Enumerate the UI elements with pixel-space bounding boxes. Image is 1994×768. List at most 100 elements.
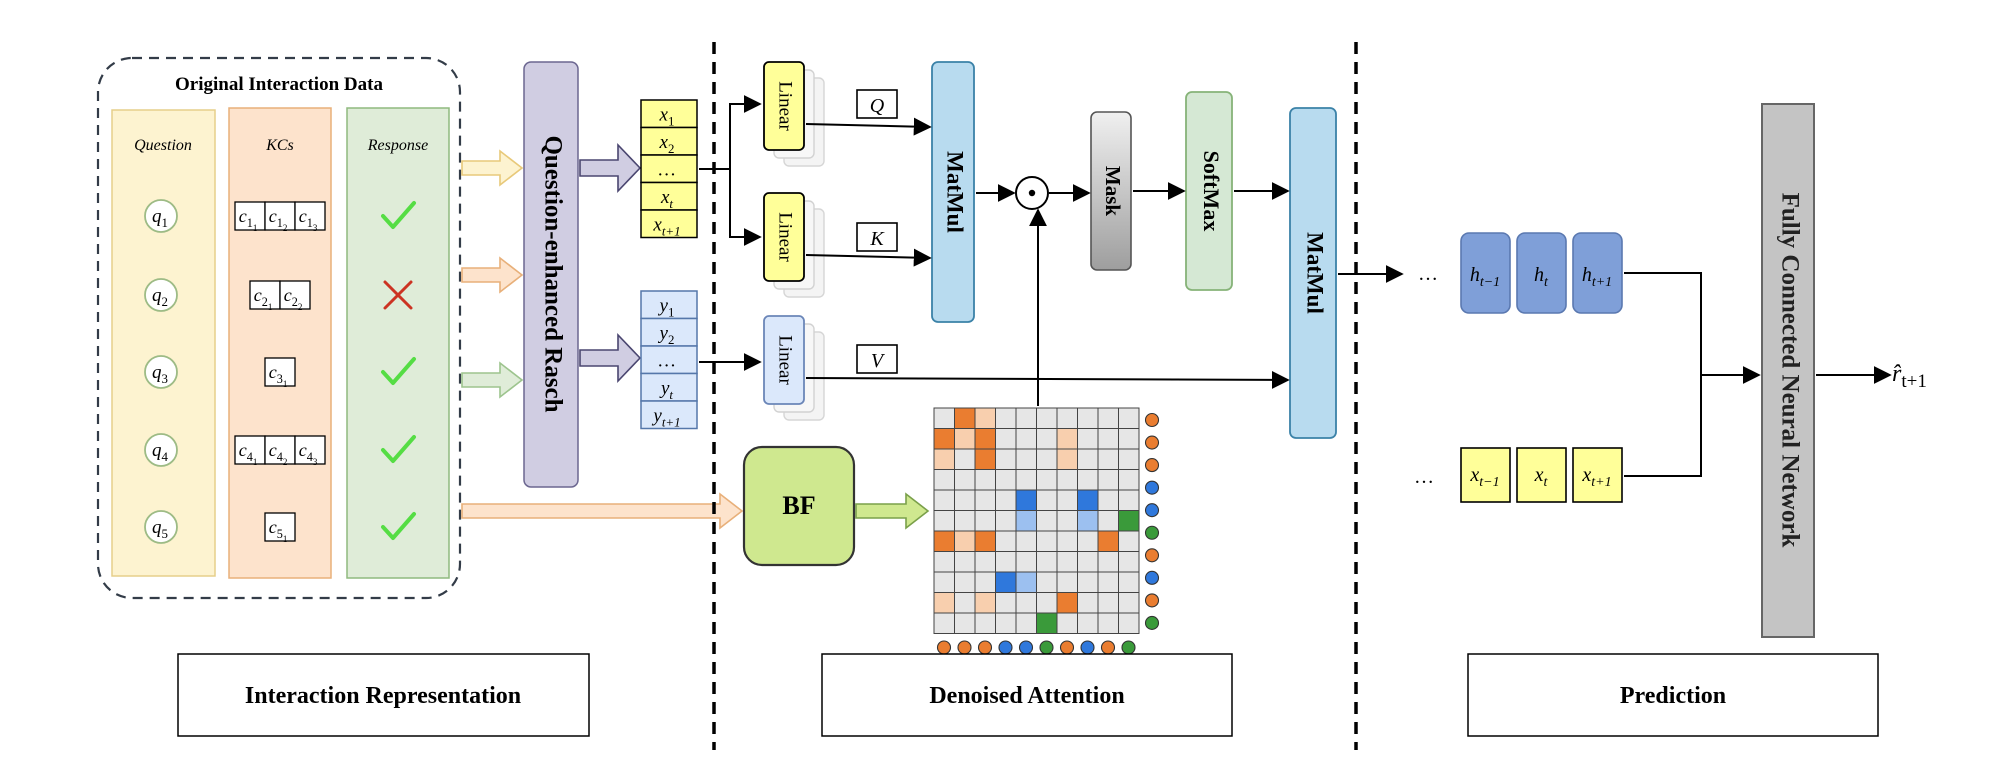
question-label-2-sub: 2 (162, 294, 168, 309)
grid-cell-2-1 (954, 448, 976, 470)
grid-cell-5-7 (1077, 510, 1099, 532)
x-seq-label-2: x2 (659, 132, 675, 156)
matmul-block-1 (931, 61, 975, 323)
arrow-rasch-to-x (579, 143, 642, 193)
x-seq-label-2-sub: 2 (668, 141, 674, 156)
xp-box-3 (1572, 447, 1623, 503)
question-label-3-base: q (152, 362, 162, 383)
grid-cell-6-6 (1056, 530, 1078, 552)
matmul-label-1: MatMul (943, 151, 968, 233)
grid-cell-5-8 (1097, 510, 1119, 532)
check-icon-1 (381, 201, 416, 229)
grid-cell-1-8 (1097, 428, 1119, 450)
grid-cell-8-3 (995, 571, 1017, 593)
kc-label-4-3-sub1: 4 (307, 450, 313, 464)
grid-cell-0-8 (1097, 407, 1119, 429)
grid-cell-7-6 (1056, 551, 1078, 573)
grid-cell-9-9 (1118, 592, 1140, 614)
y-seq-label-4-base: y (659, 378, 670, 399)
kc-label-5-1-sub2: 1 (283, 534, 288, 544)
question-label-4: q4 (152, 440, 169, 464)
connectors (699, 95, 1892, 477)
y-seq-cell-3 (640, 345, 698, 375)
kc-label-1-1-sub1: 1 (247, 216, 253, 230)
kc-label-4-3: c43 (299, 440, 318, 467)
x-seq-label-4-sub: t (669, 196, 673, 211)
rasch-label: Question-enhanced Rasch (539, 135, 566, 412)
grid-bottom-dot-5 (1018, 640, 1034, 655)
grid-cell-4-7 (1077, 489, 1099, 511)
grid-cell-1-1 (954, 428, 976, 450)
grid-cell-4-3 (995, 489, 1017, 511)
section-box-left (177, 653, 590, 737)
grid-right-dot-7 (1144, 548, 1160, 563)
linear-block-3 (763, 315, 805, 405)
kc-label-5-1: c51 (269, 517, 288, 544)
grid-cell-6-7 (1077, 530, 1099, 552)
y-seq-label-2-sub: 2 (668, 332, 674, 347)
kc-box-4-3 (294, 435, 326, 465)
h-label-sub-3: t+1 (1592, 275, 1612, 290)
question-label-3: q3 (152, 362, 168, 386)
grid-cell-7-5 (1036, 551, 1058, 573)
interaction-data-title: Original Interaction Data (175, 74, 383, 95)
question-label-2: q2 (152, 285, 168, 309)
grid-cell-8-9 (1118, 571, 1140, 593)
grid-cell-3-9 (1118, 469, 1140, 491)
xp-label-sub-3: t+1 (1591, 475, 1611, 490)
kc-label-4-2-sub2: 2 (283, 457, 288, 467)
grid-cell-3-6 (1056, 469, 1078, 491)
grid-cell-5-4 (1015, 510, 1037, 532)
kc-box-1-1 (234, 201, 266, 231)
grid-cell-0-2 (974, 407, 996, 429)
kc-label-4-2-sub1: 4 (277, 450, 283, 464)
grid-cell-4-8 (1097, 489, 1119, 511)
connector-h-x-merge (1624, 272, 1702, 477)
cross-icon-2 (383, 280, 413, 310)
y-seq-label-2: y2 (658, 323, 675, 347)
grid-right-dot-2 (1144, 435, 1160, 450)
connector-x-to-linear-q (729, 95, 762, 169)
grid-cell-1-0 (933, 428, 955, 450)
x-seq-label-5-sub: t+1 (662, 224, 681, 239)
check-icon-4 (381, 435, 416, 463)
grid-cell-4-6 (1056, 489, 1078, 511)
grid-cell-9-3 (995, 592, 1017, 614)
bf-label: BF (782, 491, 815, 520)
h-label-base-3: h (1582, 264, 1592, 286)
question-label-5-base: q (152, 517, 162, 538)
kc-label-2-1-sub2: 1 (268, 302, 273, 312)
x-seq-label-4: xt (660, 187, 673, 211)
grid-cell-1-4 (1015, 428, 1037, 450)
kc-box-2-1 (249, 280, 281, 310)
grid-cell-0-3 (995, 407, 1017, 429)
grid-cell-10-1 (954, 612, 976, 634)
h-label-1: ht−1 (1470, 264, 1500, 290)
grid-cell-4-9 (1118, 489, 1140, 511)
question-label-1-sub: 1 (162, 215, 168, 230)
grid-cell-3-3 (995, 469, 1017, 491)
section-box-right (1467, 653, 1879, 737)
kc-box-1-2 (264, 201, 296, 231)
grid-cell-2-2 (974, 448, 996, 470)
kc-label-2-1: c21 (254, 285, 273, 312)
kc-label-3-1-base: c (269, 362, 277, 382)
grid-bottom-dot-1 (936, 640, 952, 655)
x-seq-label-1: x1 (659, 105, 675, 129)
grid-cell-2-4 (1015, 448, 1037, 470)
grid-cell-3-5 (1036, 469, 1058, 491)
grid-cell-5-3 (995, 510, 1017, 532)
grid-cell-2-5 (1036, 448, 1058, 470)
kc-label-1-2-base: c (269, 206, 277, 226)
section-box-mid (821, 653, 1233, 737)
grid-cell-2-7 (1077, 448, 1099, 470)
x-seq-cell-1 (640, 99, 698, 129)
kc-box-2-2 (279, 280, 311, 310)
grid-cell-9-0 (933, 592, 955, 614)
grid-cell-8-2 (974, 571, 996, 593)
kc-label-5-1-base: c (269, 517, 277, 537)
matmul-block-2 (1289, 107, 1337, 439)
